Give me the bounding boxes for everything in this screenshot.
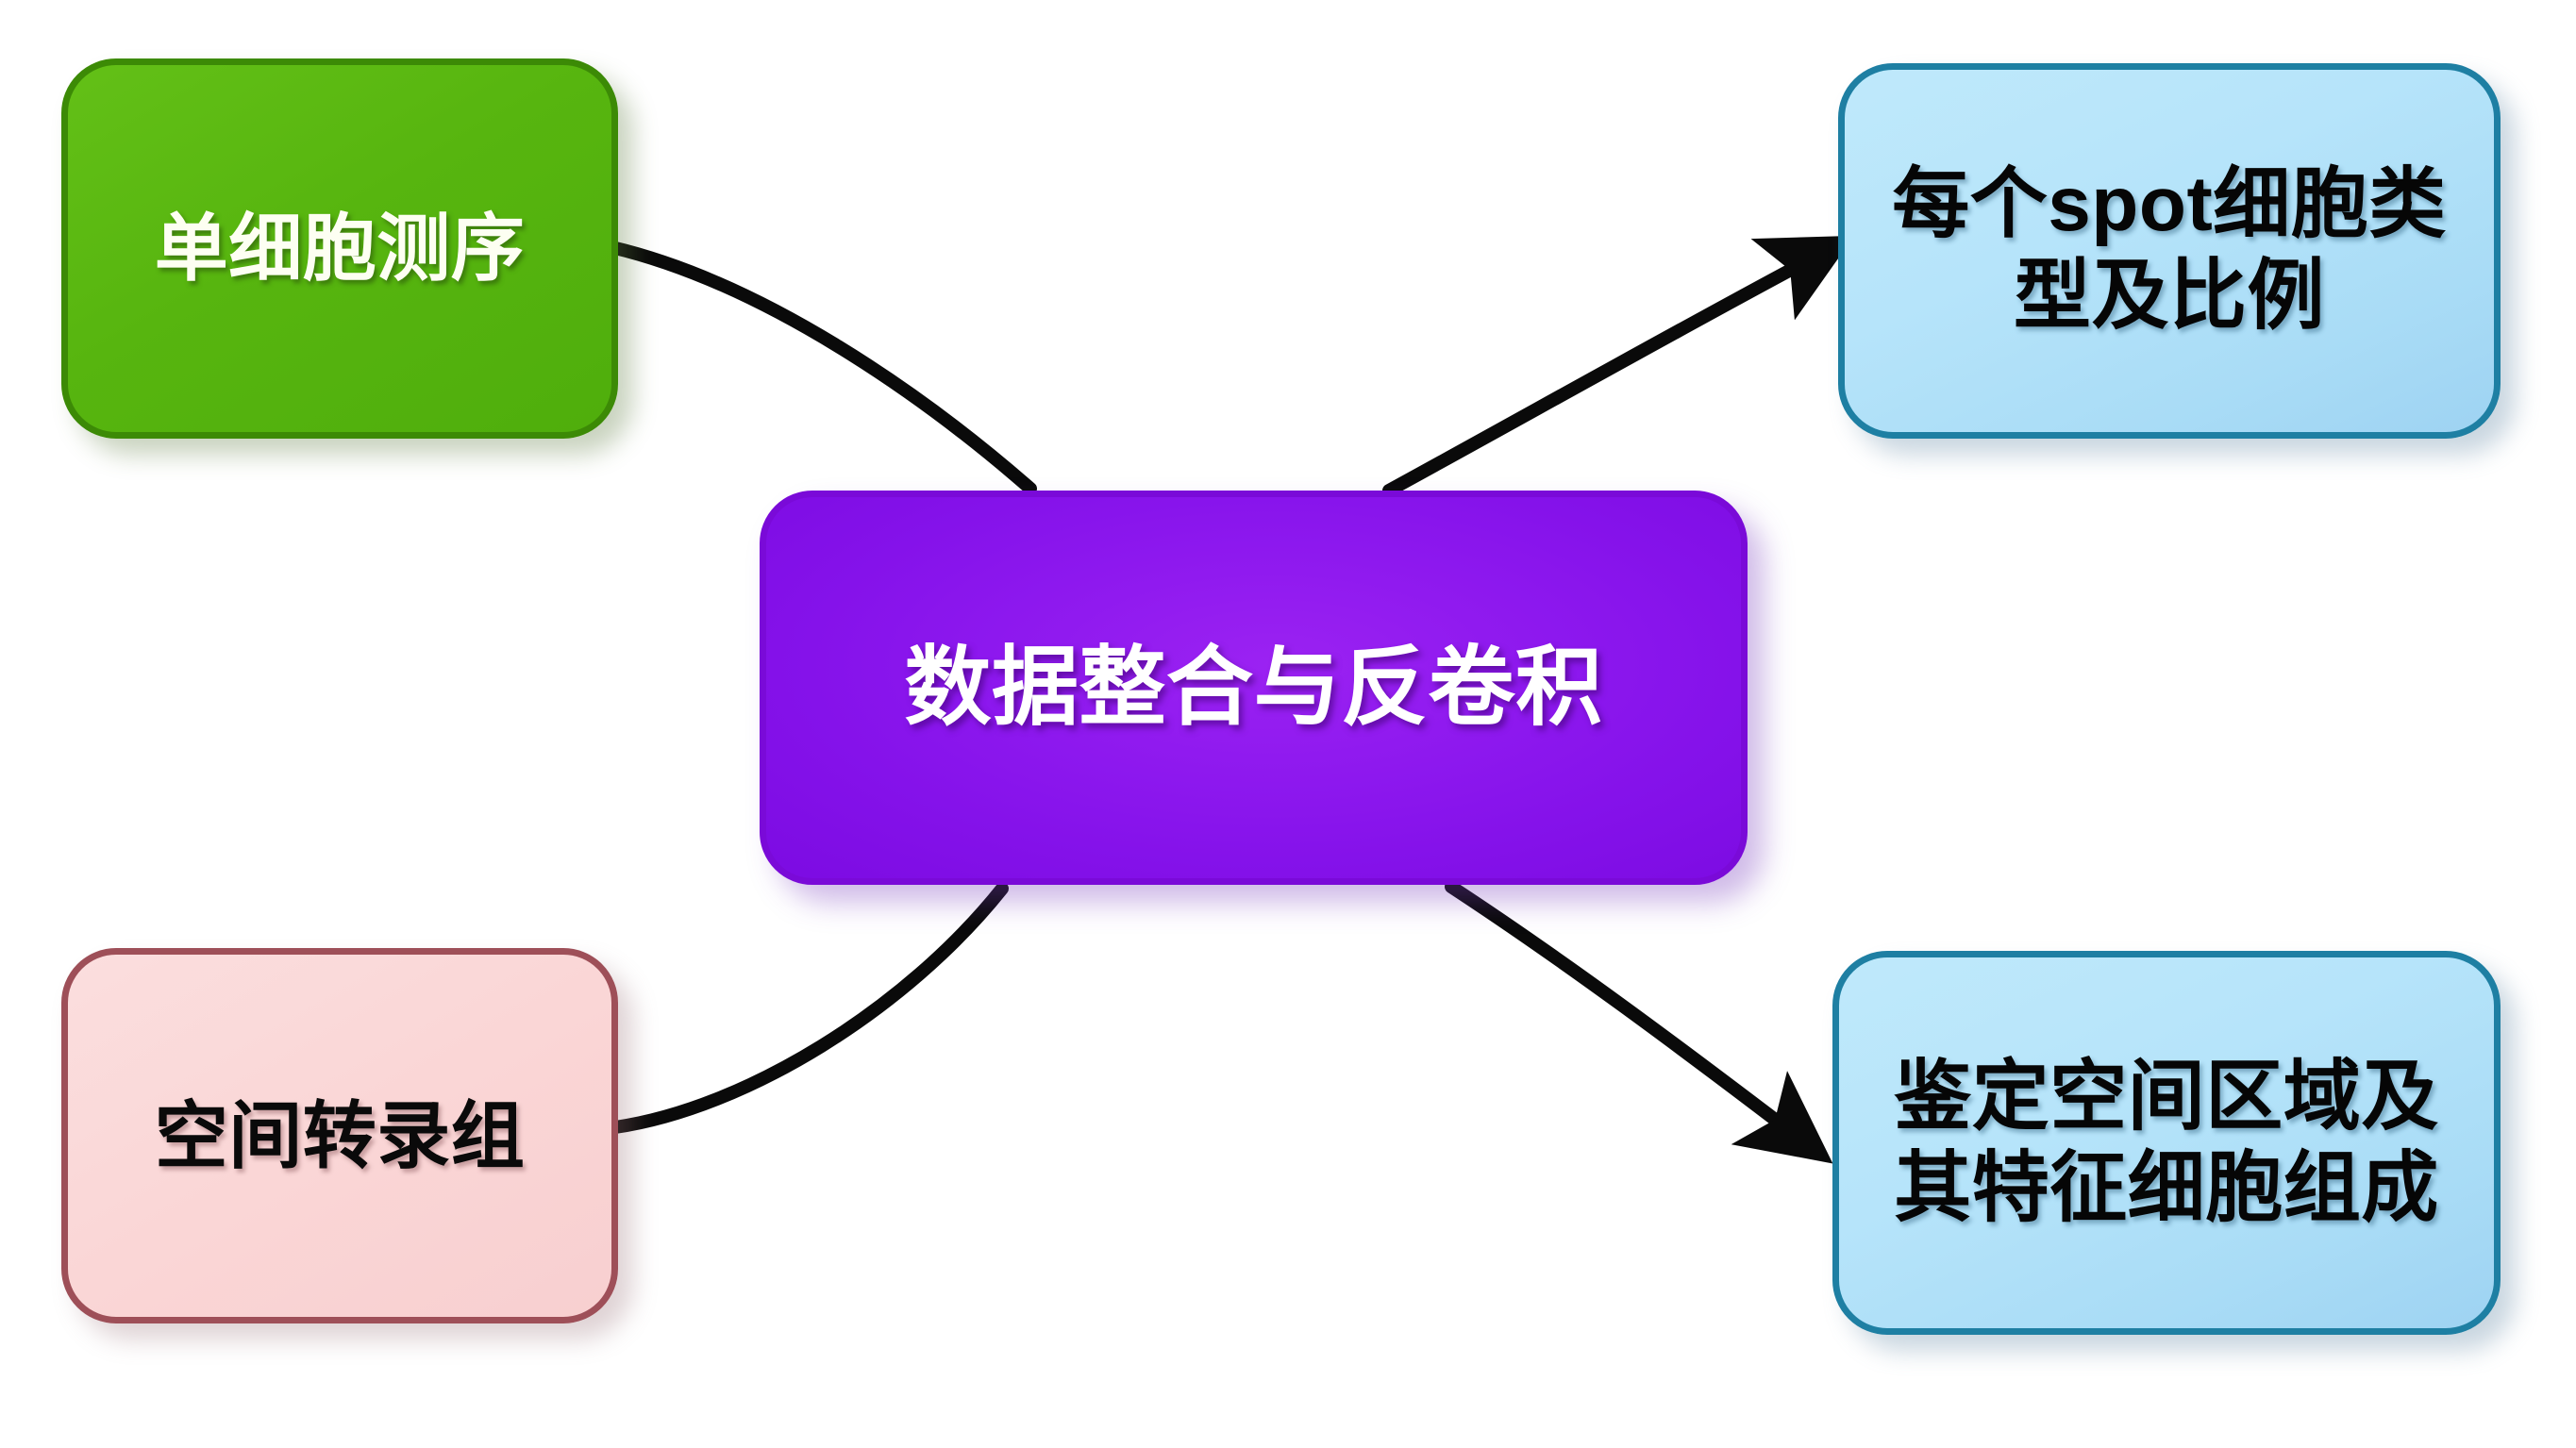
node-single-cell-sequencing-label: 单细胞测序 <box>154 207 526 291</box>
node-spot-cell-types-proportions[interactable]: 每个spot细胞类 型及比例 <box>1838 63 2501 439</box>
node-data-integration-deconvolution-label: 数据整合与反卷积 <box>904 639 1603 736</box>
node-spatial-transcriptome-label: 空间转录组 <box>154 1093 526 1177</box>
connector-single-cell-to-integration <box>605 241 1037 495</box>
node-data-integration-deconvolution[interactable]: 数据整合与反卷积 <box>760 491 1748 885</box>
connector-integration-to-spot-types <box>1382 235 1855 497</box>
connector-spatial-to-integration <box>609 882 1009 1134</box>
node-spatial-regions-cell-composition-label: 鉴定空间区域及 其特征细胞组成 <box>1894 1053 2439 1231</box>
node-spot-cell-types-proportions-label: 每个spot细胞类 型及比例 <box>1892 161 2447 339</box>
node-spatial-regions-cell-composition[interactable]: 鉴定空间区域及 其特征细胞组成 <box>1832 951 2501 1335</box>
node-single-cell-sequencing[interactable]: 单细胞测序 <box>61 58 618 439</box>
node-spatial-transcriptome[interactable]: 空间转录组 <box>61 948 618 1323</box>
connector-integration-to-regions <box>1445 880 1833 1164</box>
